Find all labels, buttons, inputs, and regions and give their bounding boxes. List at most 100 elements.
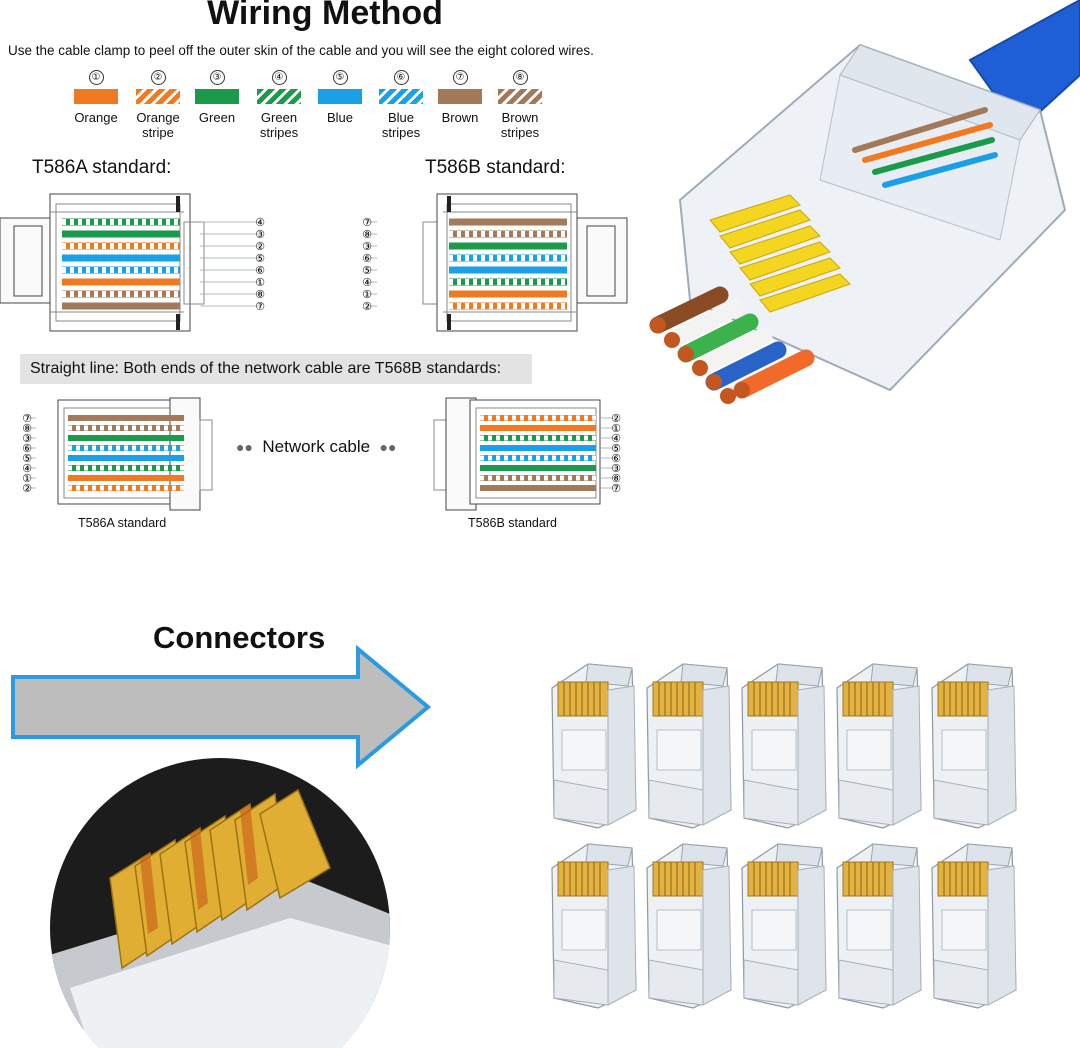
pin-number: ⑦	[611, 482, 621, 495]
blue-swatch	[318, 89, 362, 104]
straight-right-wires	[480, 415, 616, 491]
legend-label-line2: stripes	[381, 125, 421, 140]
orange-stripe-swatch	[136, 89, 180, 104]
legend-label: Brown	[441, 110, 479, 125]
pin-number: ④	[362, 276, 372, 289]
straight-left-wires	[27, 415, 184, 491]
legend-label-line2: stripes	[259, 125, 299, 140]
intro-text: Use the cable clamp to peel off the oute…	[8, 43, 594, 58]
pin-number: ⑧	[22, 422, 32, 435]
legend-label: Brown	[501, 110, 539, 125]
legend-item-1: ① Orange	[61, 68, 131, 125]
pin-number: ⑥	[22, 442, 32, 455]
legend-item-8: ⑧ Brown stripes	[485, 68, 555, 140]
pin-number: ⑦	[255, 300, 265, 313]
wire-strip	[62, 254, 180, 262]
rj45-connector-thumbnail	[836, 843, 922, 1009]
wire-strip	[449, 266, 567, 274]
pin-number: ⑥	[362, 252, 372, 265]
pin-number: ②	[22, 482, 32, 495]
pin-number: ⑧	[255, 288, 265, 301]
pin-number: ①	[22, 472, 32, 485]
legend-number: ④	[271, 70, 287, 85]
wire-strip	[68, 475, 184, 481]
legend-item-5: ⑤ Blue	[305, 68, 375, 125]
connector-grid	[551, 663, 1017, 1009]
rj45-connector-thumbnail	[551, 663, 637, 829]
pin-number: ②	[362, 300, 372, 313]
orange-swatch	[74, 89, 118, 104]
pin-number: ①	[611, 422, 621, 435]
legend-item-7: ⑦ Brown	[425, 68, 495, 125]
legend-label: Orange	[74, 110, 118, 125]
rj45-connector-thumbnail	[836, 663, 922, 829]
pin-number: ⑦	[362, 216, 372, 229]
pin-number: ④	[255, 216, 265, 229]
pin-number: ⑧	[611, 472, 621, 485]
arrow-icon	[11, 644, 432, 770]
legend-label: Green	[198, 110, 236, 125]
rj45-plug-illustration	[649, 0, 1080, 405]
network-cable-text: Network cable	[262, 437, 371, 456]
legend-item-4: ④ Green stripes	[244, 68, 314, 140]
legend-label: Blue	[326, 110, 354, 125]
straight-left-label: T586A standard	[78, 516, 167, 530]
wire-strip	[68, 435, 184, 441]
pin-number: ①	[362, 288, 372, 301]
rj45-connector-thumbnail	[931, 663, 1017, 829]
pin-number: ③	[255, 228, 265, 241]
rj45-connector-thumbnail	[551, 843, 637, 1009]
rj45-connector-thumbnail	[646, 843, 732, 1009]
wire-strip	[480, 485, 596, 491]
pin-number: ⑤	[611, 442, 621, 455]
pin-number: ③	[611, 462, 621, 475]
legend-number: ①	[88, 70, 104, 85]
legend-item-6: ⑥ Blue stripes	[366, 68, 436, 140]
rj45-connector-thumbnail	[931, 843, 1017, 1009]
wire-end-caps	[650, 317, 750, 404]
t568b-wires	[367, 218, 567, 310]
pin-number: ⑤	[22, 452, 32, 465]
legend-number: ⑦	[452, 70, 468, 85]
legend-number: ⑥	[393, 70, 409, 85]
blue-stripe-swatch	[379, 89, 423, 104]
pin-number: ③	[22, 432, 32, 445]
pin-number: ⑥	[255, 264, 265, 277]
legend-item-3: ③ Green	[182, 68, 252, 125]
connectors-title: Connectors	[153, 620, 326, 655]
legend-number: ②	[150, 70, 166, 85]
pin-number: ①	[255, 276, 265, 289]
t568a-label: T586A standard:	[32, 157, 172, 178]
straight-right-connector	[433, 397, 601, 511]
legend-number: ⑧	[512, 70, 528, 85]
pin-number: ④	[611, 432, 621, 445]
straight-right-label: T586B standard	[468, 516, 557, 530]
dots-icon: ●●	[379, 439, 397, 455]
straight-left-connector	[57, 397, 213, 511]
t568a-connector	[0, 193, 205, 332]
green-stripe-swatch	[257, 89, 301, 104]
internal-wires	[852, 107, 998, 188]
wire-strip	[62, 278, 180, 286]
rj45-connector-thumbnail	[646, 663, 732, 829]
pin-number: ②	[611, 412, 621, 425]
pin-number: ②	[255, 240, 265, 253]
wire-strip	[62, 230, 180, 238]
legend-label-line2: stripes	[500, 125, 540, 140]
wire-strip	[68, 415, 184, 421]
brown-swatch	[438, 89, 482, 104]
wire-strip	[62, 302, 180, 310]
legend-number: ③	[209, 70, 225, 85]
green-swatch	[195, 89, 239, 104]
contacts-closeup	[50, 758, 390, 1048]
wire-strip	[449, 218, 567, 226]
pin-number: ③	[362, 240, 372, 253]
pin-number: ④	[22, 462, 32, 475]
wire-strip	[449, 290, 567, 298]
pin-number: ⑤	[255, 252, 265, 265]
